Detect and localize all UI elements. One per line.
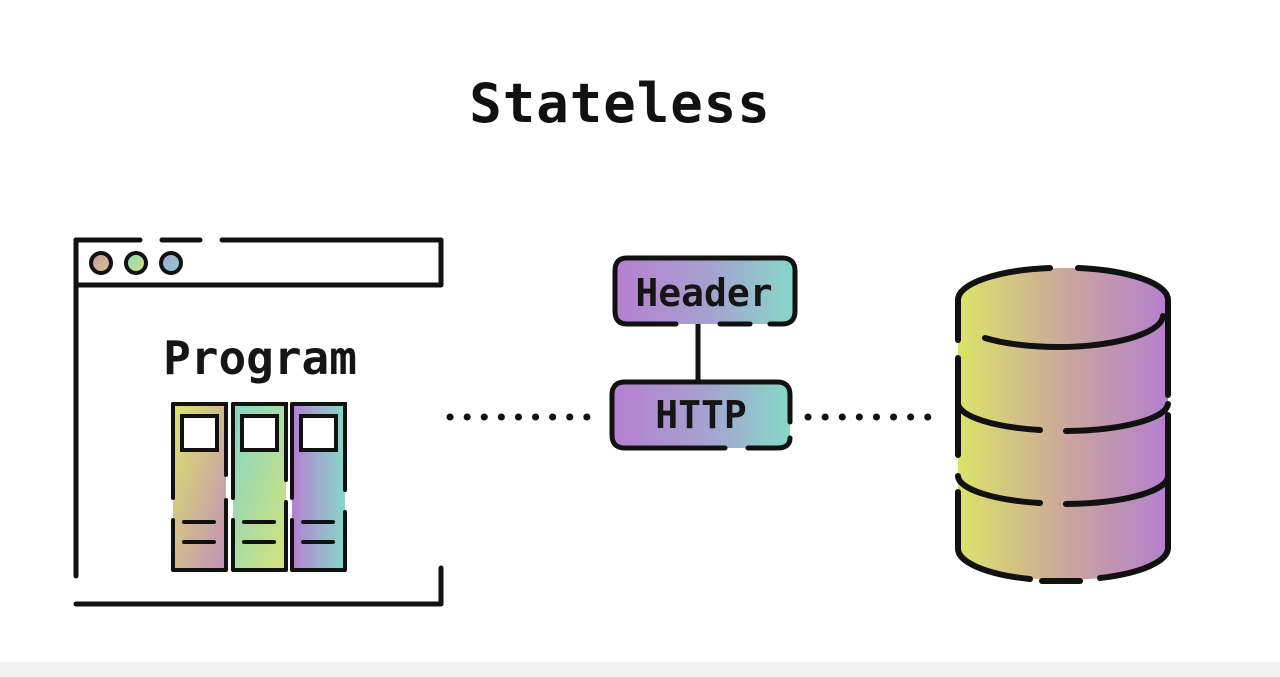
server-rack-icon	[171, 402, 347, 572]
window-dot-icon	[89, 251, 113, 275]
bottom-strip	[0, 662, 1280, 677]
database-icon	[954, 265, 1172, 584]
program-label: Program	[163, 331, 357, 385]
server-unit	[290, 402, 347, 572]
browser-window-icon	[73, 237, 444, 607]
server-unit	[231, 402, 288, 572]
header-tag: Header	[612, 255, 798, 327]
diagram-title: Stateless	[469, 72, 771, 135]
window-dot-icon	[159, 251, 183, 275]
http-tag: HTTP	[609, 379, 793, 451]
window-dot-icon	[124, 251, 148, 275]
server-unit	[171, 402, 228, 572]
http-message: Header HTTP	[609, 255, 798, 451]
header-label: Header	[635, 271, 772, 315]
http-label: HTTP	[655, 393, 747, 437]
